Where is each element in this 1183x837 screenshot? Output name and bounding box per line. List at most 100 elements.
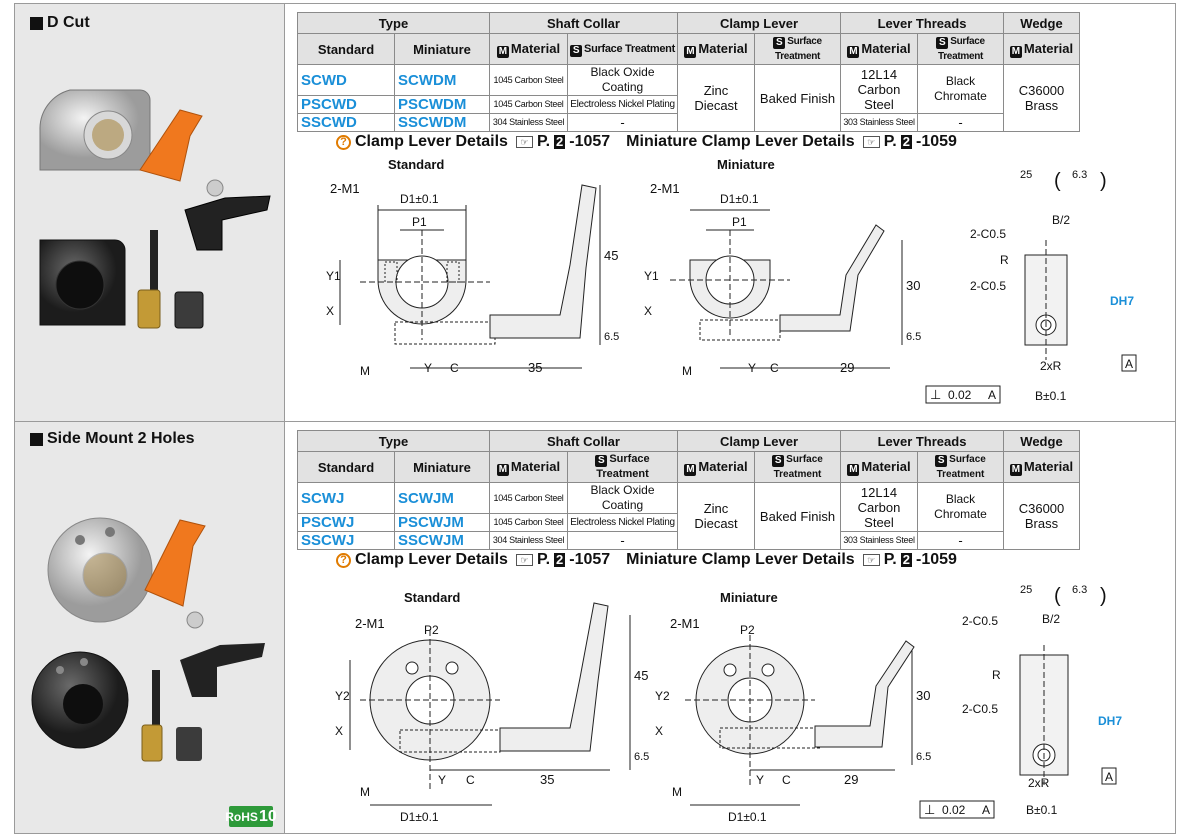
subheader-standard: Standard (297, 33, 395, 65)
spec-table-d-cut: Type Shaft Collar Clamp Lever Lever Thre… (297, 12, 1080, 132)
drawing-side-mount-side: 25 6.3 ( ) 2-C0.5 B/2 R 2-C0.5 DH7 2xR B… (919, 584, 1122, 819)
lever-standard (394, 184, 597, 345)
black-collar-icon (39, 239, 126, 326)
y-label: Y1 (326, 269, 341, 283)
drawing-d-cut-mini: 2-M1 D1±0.1 P1 Y1 X M Y C 29 30 6.5 (644, 181, 921, 378)
black-lever-icon (180, 643, 265, 697)
svg-text:M: M (672, 785, 682, 799)
info-icon: ? (336, 552, 351, 568)
svg-text:X: X (655, 724, 663, 738)
svg-text:35: 35 (540, 772, 554, 787)
svg-text:45: 45 (634, 668, 648, 683)
page-frame (14, 3, 1176, 834)
sleeve-icon (174, 291, 204, 329)
svg-text:DH7: DH7 (1098, 714, 1122, 728)
subhead-standard-2: Standard (404, 590, 461, 605)
spec-table-side-mount: Type Shaft Collar Clamp Lever Lever Thre… (297, 430, 1080, 550)
pitch-label: P1 (412, 215, 427, 229)
clamp-lever-details-link-2[interactable]: ? Clamp Lever Details ☞ P.2-1057 Miniatu… (336, 551, 957, 569)
svg-text:2xR: 2xR (1040, 359, 1062, 373)
product-photo-side-mount (31, 517, 265, 762)
table-row: SSCWJ SSCWJM 304 Stainless Steel - 303 S… (297, 531, 1080, 550)
subheader-miniature: Miniature (394, 33, 490, 65)
material-mark-icon: M (684, 463, 697, 476)
svg-text:6.3: 6.3 (1072, 584, 1087, 596)
brass-wedge-icon (141, 724, 163, 762)
info-icon: ? (336, 134, 351, 150)
c-label: C (450, 361, 459, 375)
material-mark-icon: M (847, 463, 860, 476)
square-bullet-icon (30, 432, 43, 446)
svg-text:M: M (682, 364, 692, 378)
roughness-b: 6.3 (1072, 169, 1087, 181)
svg-text:B/2: B/2 (1042, 612, 1060, 626)
catalog-icon: ☞ (515, 554, 533, 566)
svg-text:DH7: DH7 (1110, 294, 1134, 308)
svg-text:2-C0.5: 2-C0.5 (970, 227, 1006, 241)
material-mark-icon: M (684, 45, 697, 58)
svg-text:25: 25 (1020, 584, 1032, 596)
material-mark-icon: M (1009, 463, 1022, 476)
table-row: PSCWJ PSCWJM 1045 Carbon Steel Electrole… (297, 513, 1080, 532)
svg-text:29: 29 (840, 360, 854, 375)
svg-text:⊥: ⊥ (924, 802, 935, 817)
product-photo-d-cut (39, 89, 271, 329)
m-label: M (360, 364, 370, 378)
material-mark-icon: M (1009, 45, 1022, 58)
svg-text:P1: P1 (732, 215, 747, 229)
svg-text:A: A (1125, 357, 1133, 371)
length-label: 35 (528, 360, 542, 375)
clamp-lever-details-link-1[interactable]: ? Clamp Lever Details ☞ P.2-1057 Miniatu… (336, 133, 957, 151)
surface-mark-icon: S (773, 37, 786, 49)
black-collar-icon (31, 651, 129, 749)
svg-text:M: M (360, 785, 370, 799)
svg-text:30: 30 (916, 688, 930, 703)
paren-open-icon: ( (1054, 585, 1061, 607)
svg-text:Y2: Y2 (335, 689, 350, 703)
svg-text:B±0.1: B±0.1 (1035, 389, 1067, 403)
paren-open-icon: ( (1054, 170, 1061, 192)
svg-text:29: 29 (844, 772, 858, 787)
hole-label: 2-M1 (330, 181, 360, 196)
table-row: SSCWD SSCWDM 304 Stainless Steel - 303 S… (297, 113, 1080, 132)
svg-text:Y1: Y1 (644, 269, 659, 283)
screw-icon (152, 670, 160, 725)
svg-text:Y2: Y2 (655, 689, 670, 703)
collar-front-standard (360, 230, 490, 340)
subhead-standard: Standard (388, 157, 445, 172)
svg-text:2xR: 2xR (1028, 776, 1050, 790)
header-wedge: Wedge (1003, 12, 1080, 34)
svg-text:P2: P2 (740, 623, 755, 637)
svg-text:2-C0.5: 2-C0.5 (962, 614, 998, 628)
svg-text:2-M1: 2-M1 (355, 616, 385, 631)
material-mark-icon: M (496, 463, 509, 476)
header-lever-threads: Lever Threads (840, 12, 1004, 34)
svg-text:0.02: 0.02 (942, 803, 966, 817)
dia-label: D1±0.1 (400, 192, 439, 206)
header-shaft-collar: Shaft Collar (489, 12, 678, 34)
subhead-miniature-2: Miniature (720, 590, 778, 605)
svg-text:0.02: 0.02 (948, 388, 972, 402)
material-mark-icon: M (847, 45, 860, 58)
catalog-icon: ☞ (515, 136, 533, 148)
svg-text:P2: P2 (424, 623, 439, 637)
gap-label: 6.5 (604, 331, 619, 343)
svg-text:D1±0.1: D1±0.1 (720, 192, 759, 206)
svg-text:C: C (466, 773, 475, 787)
svg-text:2-C0.5: 2-C0.5 (962, 702, 998, 716)
svg-text:Y: Y (748, 361, 756, 375)
svg-text:Y: Y (438, 773, 446, 787)
svg-text:A: A (1105, 770, 1113, 784)
svg-text:B±0.1: B±0.1 (1026, 803, 1058, 817)
x-label: X (326, 304, 334, 318)
surface-mark-icon: S (936, 37, 949, 49)
svg-text:D1±0.1: D1±0.1 (728, 810, 767, 824)
catalog-icon: ☞ (862, 554, 880, 566)
